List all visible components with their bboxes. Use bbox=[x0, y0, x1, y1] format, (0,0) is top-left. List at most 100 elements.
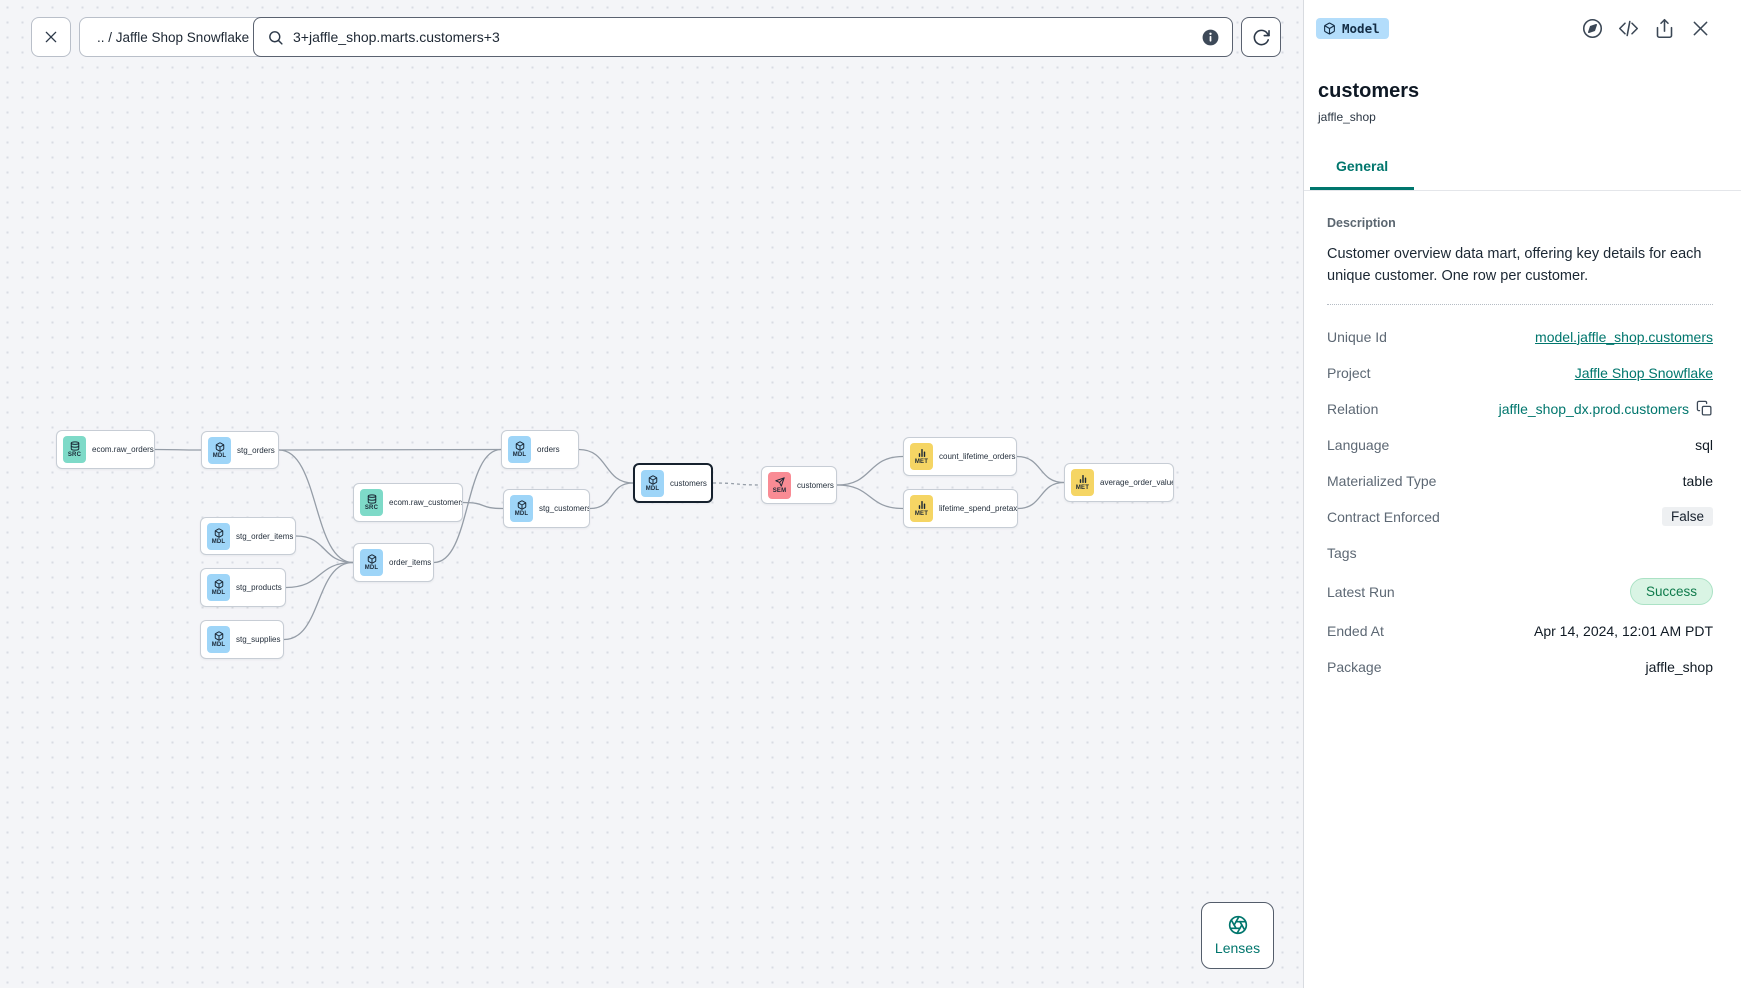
field-label: Project bbox=[1327, 364, 1371, 381]
page-title: customers bbox=[1318, 80, 1420, 102]
search-icon bbox=[269, 30, 283, 45]
field-label: Tags bbox=[1327, 544, 1357, 561]
model-icon: MDL bbox=[207, 574, 230, 601]
model-icon: MDL bbox=[207, 522, 230, 550]
edge-order_items-to-orders bbox=[433, 448, 502, 564]
description-label: Description bbox=[1327, 216, 1396, 230]
edge-stg_customers-to-customers bbox=[589, 482, 634, 510]
node-label: ecom.raw_customers bbox=[389, 498, 463, 507]
node-label: ecom.raw_orders bbox=[92, 445, 154, 454]
share-button[interactable] bbox=[1654, 18, 1675, 39]
node-label: average_order_value bbox=[1100, 478, 1174, 487]
search-input[interactable] bbox=[293, 29, 1201, 45]
lenses-aperture-icon bbox=[1228, 915, 1247, 935]
model-icon: MDL bbox=[207, 626, 230, 653]
field-value: Apr 14, 2024, 12:01 AM PDT bbox=[1534, 622, 1713, 639]
source-icon: SRC bbox=[63, 436, 86, 463]
description-text: Customer overview data mart, offering ke… bbox=[1327, 246, 1702, 285]
close-lineage-button[interactable] bbox=[31, 17, 71, 57]
divider bbox=[1327, 304, 1713, 306]
field-label: Package bbox=[1327, 658, 1382, 675]
edge-count_lifetime_orders-to-average_order_value bbox=[1016, 455, 1065, 484]
field-value-link[interactable]: model.jaffle_shop.customers bbox=[1535, 328, 1713, 345]
node-label: stg_orders bbox=[237, 445, 275, 455]
field-row-language: Language sql bbox=[1327, 434, 1713, 455]
code-icon bbox=[1618, 20, 1639, 37]
field-label: Relation bbox=[1327, 400, 1379, 417]
edge-customers_sem-to-lifetime_spend_pretax bbox=[836, 484, 904, 510]
dag-node-raw_customers[interactable]: SRC ecom.raw_customers bbox=[353, 483, 463, 522]
close-panel-button[interactable] bbox=[1690, 18, 1711, 39]
compass-icon bbox=[1582, 18, 1603, 39]
edge-stg_supplies-to-order_items bbox=[283, 561, 354, 641]
dag-node-stg_supplies[interactable]: MDL stg_supplies bbox=[200, 620, 284, 659]
model-badge-icon bbox=[1324, 22, 1335, 35]
field-row-tags: Tags bbox=[1327, 542, 1713, 563]
model-type-badge: Model bbox=[1316, 18, 1389, 39]
field-value: jaffle_shop bbox=[1645, 658, 1713, 675]
node-label: customers bbox=[670, 478, 707, 488]
lenses-button[interactable]: Lenses bbox=[1201, 902, 1274, 969]
refresh-icon bbox=[1253, 29, 1270, 45]
edge-raw_orders-to-stg_orders bbox=[154, 448, 202, 451]
edge-stg_orders-to-orders bbox=[278, 448, 502, 451]
edge-customers_sem-to-count_lifetime_orders bbox=[836, 455, 904, 486]
node-label: lifetime_spend_pretax bbox=[939, 504, 1018, 513]
field-row-project: Project Jaffle Shop Snowflake bbox=[1327, 362, 1713, 383]
tab-general[interactable]: General bbox=[1310, 158, 1415, 190]
status-badge: Success bbox=[1629, 578, 1713, 606]
details-panel: Model customers jaffle_shop General bbox=[1303, 0, 1741, 988]
field-row-unique-id: Unique Id model.jaffle_shop.customers bbox=[1327, 326, 1713, 347]
source-icon: SRC bbox=[360, 489, 383, 516]
dag-node-stg_customers[interactable]: MDL stg_customers bbox=[503, 489, 590, 528]
field-label: Language bbox=[1327, 436, 1390, 453]
field-row-package: Package jaffle_shop bbox=[1327, 656, 1713, 677]
dag-node-average_order_value[interactable]: MET average_order_value bbox=[1064, 463, 1174, 502]
refresh-button[interactable] bbox=[1241, 17, 1281, 57]
model-type-badge-label: Model bbox=[1342, 21, 1380, 36]
field-label: Unique Id bbox=[1327, 328, 1387, 345]
metric-icon: MET bbox=[1071, 469, 1094, 496]
model-icon: MDL bbox=[510, 495, 533, 522]
model-icon: MDL bbox=[641, 469, 664, 497]
search-bar[interactable] bbox=[253, 17, 1233, 57]
edge-layer bbox=[154, 448, 1065, 641]
close-icon bbox=[1693, 21, 1708, 36]
explore-button[interactable] bbox=[1582, 18, 1603, 39]
field-row-latest-run: Latest Run Success bbox=[1327, 578, 1713, 606]
field-label: Latest Run bbox=[1327, 583, 1395, 600]
dag-node-stg_order_items[interactable]: MDL stg_order_items bbox=[200, 517, 296, 555]
lenses-label: Lenses bbox=[1214, 940, 1261, 956]
node-label: stg_customers bbox=[539, 504, 590, 513]
node-label: stg_supplies bbox=[236, 635, 281, 644]
dag-node-customers[interactable]: MDL customers bbox=[633, 463, 713, 503]
copy-icon[interactable] bbox=[1696, 400, 1713, 417]
edge-customers-to-customers_sem bbox=[712, 482, 762, 486]
field-label: Materialized Type bbox=[1327, 472, 1437, 489]
edge-stg_orders-to-order_items bbox=[278, 449, 354, 564]
field-value: table bbox=[1682, 472, 1713, 489]
contract-badge: False bbox=[1661, 507, 1713, 527]
edge-lifetime_spend_pretax-to-average_order_value bbox=[1017, 481, 1065, 510]
view-code-button[interactable] bbox=[1618, 18, 1639, 39]
field-value-link[interactable]: Jaffle Shop Snowflake bbox=[1574, 364, 1713, 381]
breadcrumb[interactable]: .. / Jaffle Shop Snowflake bbox=[79, 17, 268, 57]
node-label: stg_order_items bbox=[236, 531, 294, 541]
info-icon[interactable] bbox=[1201, 28, 1220, 47]
edge-stg_order_items-to-order_items bbox=[295, 535, 354, 564]
edge-orders-to-customers bbox=[578, 448, 634, 484]
field-value: jaffle_shop_dx.prod.customers bbox=[1498, 400, 1689, 417]
dag-node-raw_orders[interactable]: SRC ecom.raw_orders bbox=[56, 430, 155, 469]
field-value: sql bbox=[1695, 436, 1713, 453]
package-subtitle: jaffle_shop bbox=[1318, 110, 1376, 124]
share-icon bbox=[1656, 18, 1673, 39]
